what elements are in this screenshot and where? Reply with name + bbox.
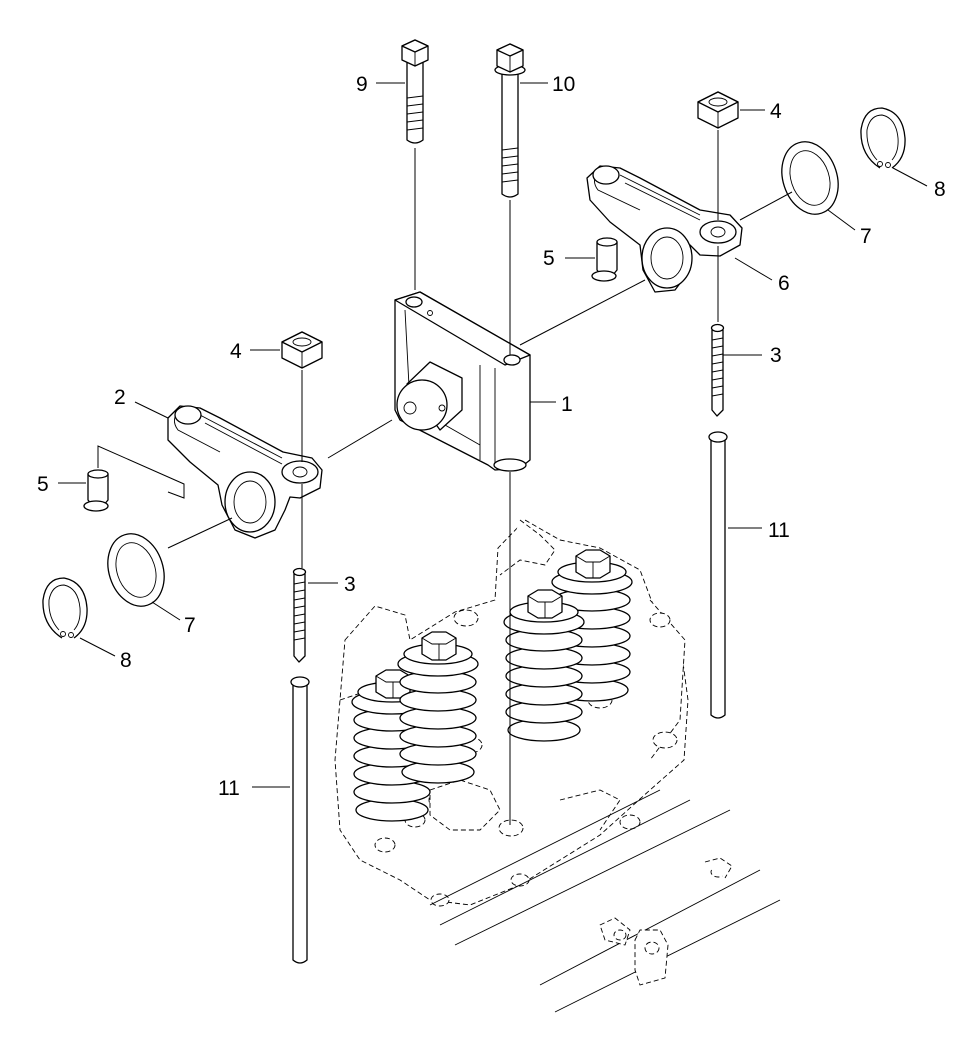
valve-spring-right-front [503,589,585,742]
snap-ring-left [42,577,88,639]
callout-8-right: 8 [934,178,946,201]
rocker-arm-left [167,405,323,539]
adjusting-screw-left [292,567,307,663]
callout-9: 9 [356,73,368,96]
callout-4-left: 4 [230,340,242,363]
callout-3-right: 3 [770,344,782,367]
rocker-shaft-support [394,291,531,472]
callout-6: 6 [778,272,790,295]
thrust-washer-right [781,141,839,215]
bolt-10 [494,43,526,198]
thrust-washer-left [107,533,165,607]
callout-5-left: 5 [37,473,49,496]
snap-ring-right [860,107,906,169]
callout-2: 2 [114,386,126,409]
pushrod-left [290,676,310,964]
callout-7-left: 7 [184,614,196,637]
rocker-arm-right [586,165,743,293]
adjusting-screw-right [710,323,725,417]
nut-4-right [697,91,739,129]
callout-7-right: 7 [860,225,872,248]
set-screw-right [591,237,618,282]
callout-11-right: 11 [768,519,790,542]
callout-1: 1 [561,393,573,416]
assembly-lines [97,130,793,825]
callout-8-left: 8 [120,649,132,672]
bolt-9 [401,39,429,144]
set-screw-left [83,469,109,512]
callout-11-left: 11 [218,777,240,800]
callout-4-right: 4 [770,100,782,123]
callout-10: 10 [552,73,575,96]
nut-4-left [281,331,323,369]
valve-spring-left-rear [397,631,479,784]
callout-5-right: 5 [543,247,555,270]
pushrod-right [708,431,728,719]
callout-labels: 9 10 4 8 7 5 6 3 1 4 2 5 11 3 7 8 11 [37,73,946,800]
leader-lines [58,82,928,788]
callout-3-left: 3 [344,573,356,596]
